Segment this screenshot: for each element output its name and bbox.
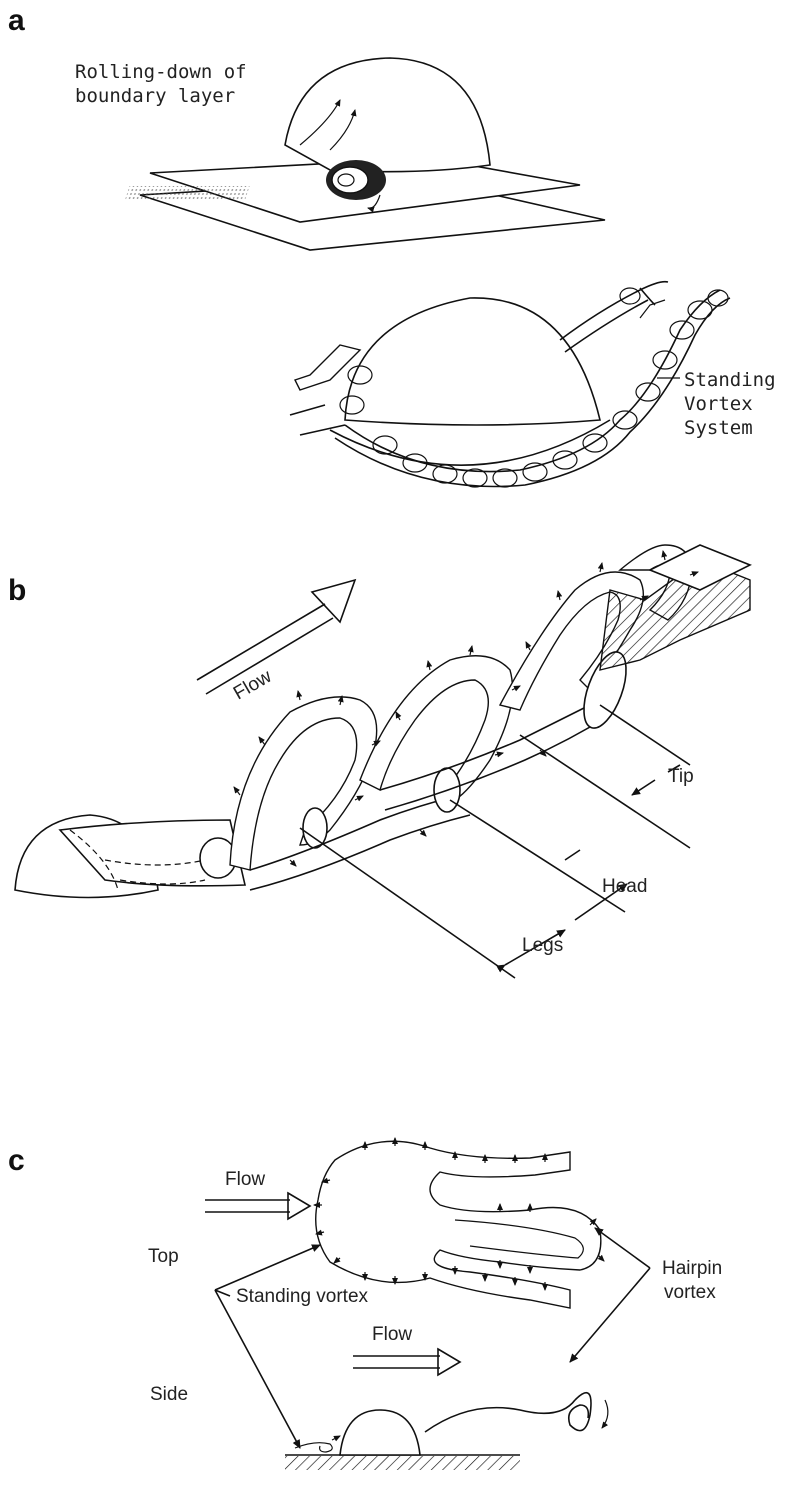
rolling-label-line1: Rolling-down of [75, 61, 247, 83]
hemisphere-lower [330, 298, 610, 465]
side-label: Side [150, 1384, 188, 1405]
side-view-obstacle [285, 1393, 608, 1470]
panel-c: c Flow Top [8, 1138, 722, 1470]
panel-b: b Flow [8, 545, 750, 978]
hemisphere-upper [285, 58, 490, 172]
top-label: Top [148, 1246, 179, 1267]
tip-label: Tip [668, 766, 694, 787]
hemisphere-b [15, 815, 245, 898]
flow-arrow-c-top-icon [205, 1193, 310, 1219]
hairpin-label-line2: vortex [664, 1282, 716, 1303]
head-label: Head [602, 876, 647, 897]
rolling-label-line2: boundary layer [75, 85, 235, 107]
flow-label-c-side: Flow [372, 1324, 412, 1345]
panel-c-letter: c [8, 1144, 25, 1177]
standing-vortex-pointers [215, 1245, 320, 1448]
standing-label-line3: System [684, 417, 753, 439]
flow-arrow-b-icon [197, 580, 355, 694]
top-view-obstacle [316, 1141, 601, 1308]
flow-label-c-top: Flow [225, 1169, 265, 1190]
hairpin-vortex-2 [360, 656, 610, 812]
panel-a-letter: a [8, 4, 25, 37]
hairpin-vortex-3 [500, 545, 750, 733]
standing-vortex-label: Standing vortex [236, 1286, 369, 1307]
panel-a: a Rolling-down of boundary layer [8, 4, 776, 487]
flow-label-b: Flow [230, 666, 275, 704]
flow-arrow-c-side-icon [353, 1349, 460, 1375]
standing-label-line2: Vortex [684, 393, 753, 415]
legs-label: Legs [522, 935, 563, 956]
standing-label-line1: Standing [684, 369, 776, 391]
panel-b-letter: b [8, 574, 26, 607]
hairpin-label-line1: Hairpin [662, 1258, 722, 1279]
